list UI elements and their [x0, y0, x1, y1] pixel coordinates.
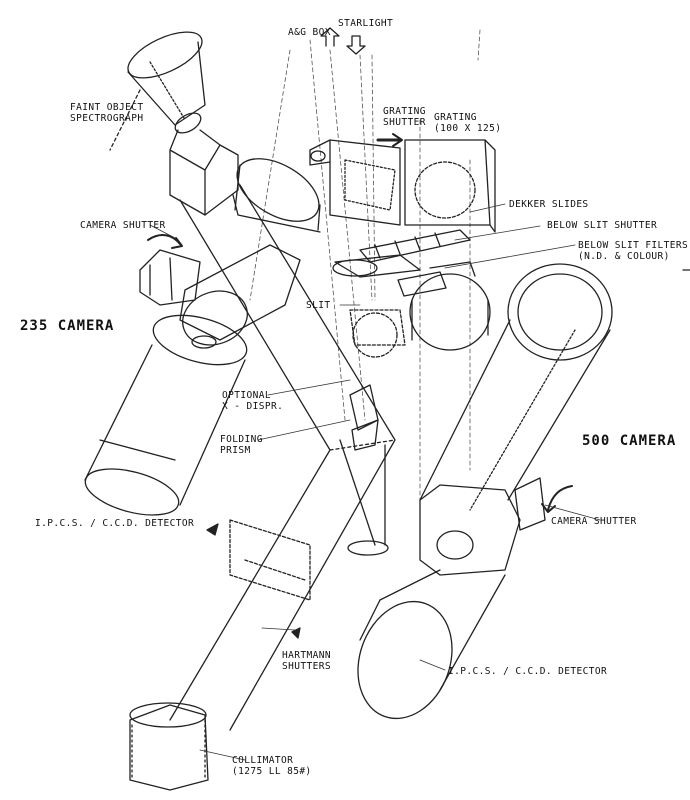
leader-lines [149, 203, 601, 761]
label-camera-shutter-left: CAMERA SHUTTER [80, 220, 166, 231]
folding-prism [339, 384, 389, 556]
field-lens [409, 273, 491, 351]
camera-500 [419, 263, 613, 576]
collimator-tube [169, 184, 396, 731]
label-starlight: STARLIGHT [338, 18, 394, 29]
below-slit-filters [397, 261, 476, 297]
label-ag-box: A&G BOX [288, 27, 331, 38]
hartmann-shutters [229, 519, 311, 601]
hartmann-marker-b [291, 627, 301, 639]
starlight-arrow [320, 27, 366, 55]
slit-assembly [349, 309, 406, 358]
hartmann-marker-a [206, 523, 219, 536]
label-500-camera: 500 CAMERA [582, 433, 677, 449]
label-grating: GRATING(100 x 125) [434, 112, 502, 134]
camera-235 [84, 244, 301, 516]
grating-assembly [309, 133, 496, 233]
label-ipcs-ccd-right: I.P.C.S. / C.C.D. DETECTOR [448, 666, 608, 677]
label-slit: SLIT [306, 300, 331, 311]
label-below-slit-filters: BELOW SLIT FILTERS(N.D. & COLOUR) [578, 240, 689, 262]
label-dekker-slides: DEKKER SLIDES [509, 199, 589, 210]
faint-object-spectrograph [109, 31, 239, 216]
camera-shutter-left [139, 234, 201, 306]
collimator [129, 702, 209, 791]
camera-mirror [232, 158, 321, 233]
label-collimator: COLLIMATOR(1275 LL 85#) [232, 755, 312, 777]
label-ipcs-ccd-left: I.P.C.S. / C.C.D. DETECTOR [35, 518, 195, 529]
dekker-slides [332, 229, 471, 278]
label-235-camera: 235 CAMERA [20, 318, 115, 334]
detector-500 [357, 569, 506, 720]
label-camera-shutter-right: CAMERA SHUTTER [551, 516, 637, 527]
label-below-slit-shutter: BELOW SLIT SHUTTER [547, 220, 658, 231]
light-path-lines [249, 29, 481, 521]
